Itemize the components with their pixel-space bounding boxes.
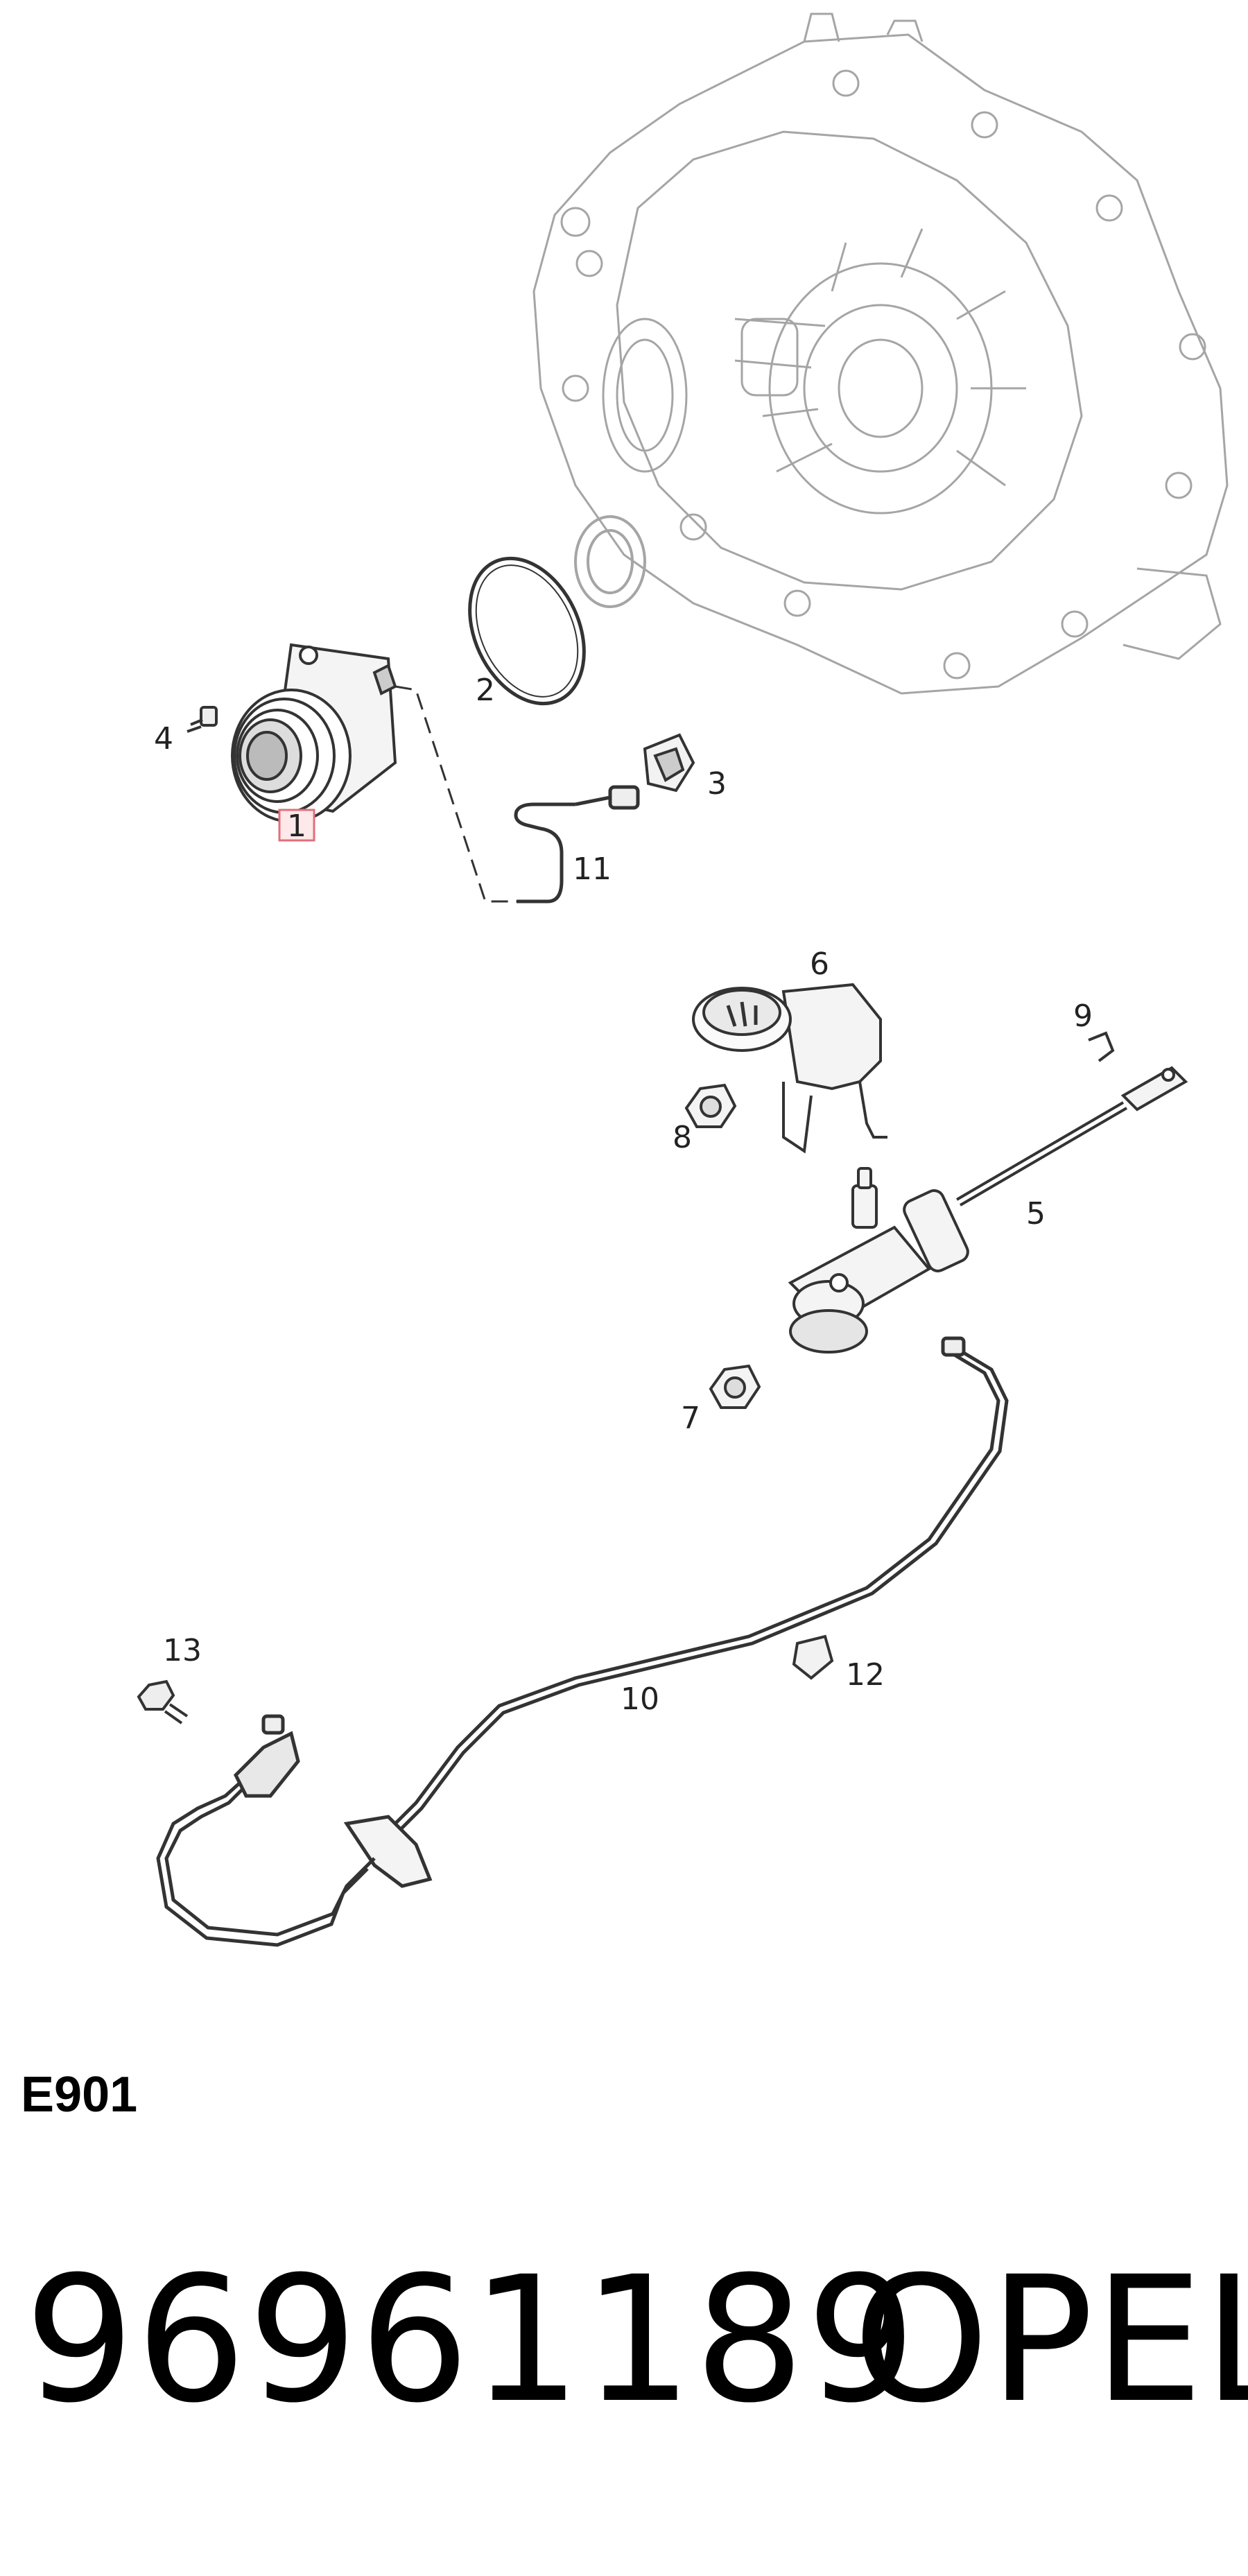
o-ring-part-2 bbox=[468, 556, 586, 706]
clip-part-9 bbox=[1088, 1031, 1115, 1062]
callout-3: 3 bbox=[707, 766, 727, 802]
clip-part-12 bbox=[792, 1634, 834, 1680]
callout-7: 7 bbox=[681, 1401, 700, 1436]
callout-9: 9 bbox=[1073, 999, 1093, 1034]
dash-leader bbox=[395, 685, 517, 903]
exploded-parts-diagram: 1 2 3 4 5 6 7 8 9 10 11 12 13 bbox=[137, 12, 1229, 1947]
callout-1: 1 bbox=[287, 809, 306, 844]
callout-5: 5 bbox=[1026, 1196, 1046, 1231]
nut-part-8 bbox=[684, 1083, 737, 1128]
bolt-part-13 bbox=[137, 1679, 189, 1724]
pipe-part-10 bbox=[156, 1336, 1009, 1947]
reservoir-part-6 bbox=[692, 983, 887, 1154]
clip-part-3 bbox=[643, 733, 695, 793]
gearbox-housing bbox=[532, 12, 1229, 695]
callout-12: 12 bbox=[846, 1657, 885, 1693]
seal-ring bbox=[574, 515, 646, 608]
pipe-part-11 bbox=[514, 785, 640, 904]
brand-name: OPEL bbox=[853, 2239, 1248, 2441]
callout-2: 2 bbox=[476, 673, 495, 708]
bolt-part-4 bbox=[187, 706, 218, 733]
callout-11: 11 bbox=[573, 852, 612, 887]
nut-part-7 bbox=[709, 1364, 761, 1409]
callout-10: 10 bbox=[621, 1682, 659, 1717]
diagram-code: E901 bbox=[21, 2067, 138, 2123]
callout-13: 13 bbox=[163, 1633, 202, 1668]
callout-8: 8 bbox=[673, 1120, 692, 1155]
callout-labels: 1 2 3 4 5 6 7 8 9 10 11 12 13 bbox=[154, 673, 1093, 1717]
highlight-box-part-1 bbox=[278, 809, 315, 842]
callout-4: 4 bbox=[154, 721, 173, 757]
clutch-slave-cylinder-part-1 bbox=[231, 643, 397, 823]
master-cylinder-part-5 bbox=[788, 1066, 1188, 1354]
part-number: 96961189 bbox=[24, 2239, 918, 2441]
callout-6: 6 bbox=[810, 946, 829, 982]
